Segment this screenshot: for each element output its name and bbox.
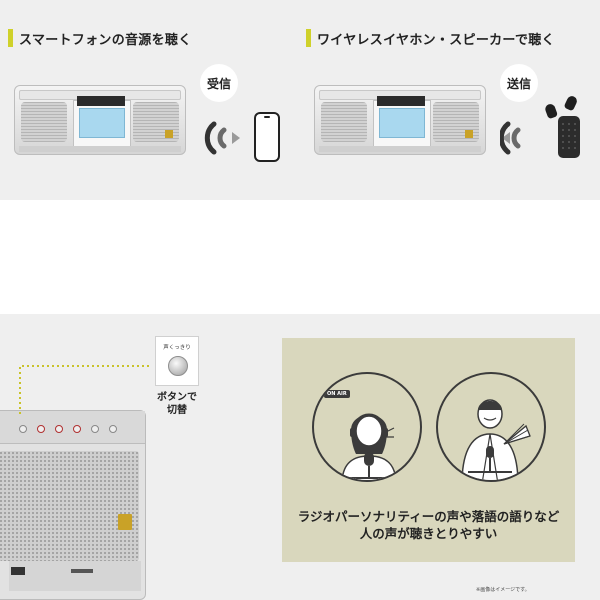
sd-slot-icon <box>71 569 93 573</box>
illustration-caption-line1: ラジオパーソナリティーの声や落語の語りなど <box>297 509 560 524</box>
control-knob <box>91 425 99 433</box>
phone-notch <box>264 116 270 118</box>
control-knob <box>109 425 117 433</box>
accent-bar <box>306 29 311 47</box>
radio-personality-illustration: ON AIR <box>312 372 422 482</box>
hires-badge-icon <box>465 130 473 138</box>
speaker-grille-left <box>21 102 67 142</box>
cassette-window <box>79 108 125 138</box>
stereo-base <box>319 146 481 152</box>
voice-clarity-button-panel: 声くっきり <box>155 336 199 386</box>
rakugo-icon <box>461 399 531 480</box>
illustration-caption-line2: 人の声が聴きとりやすい <box>359 526 498 541</box>
wireless-signal-icon <box>500 121 521 155</box>
control-knob <box>19 425 27 433</box>
hires-badge-icon <box>118 514 132 530</box>
radio-host-icon <box>336 413 402 480</box>
left-section-heading: スマートフォンの音源を聴く <box>8 28 192 48</box>
voice-clarity-button[interactable] <box>168 356 188 376</box>
stereo-display <box>377 96 425 106</box>
speaker-dot-pattern <box>562 123 576 149</box>
button-caption: ボタンで 切替 <box>146 391 208 417</box>
control-knob <box>55 425 63 433</box>
stereo-side-fragment <box>0 410 146 600</box>
control-strip <box>0 411 145 444</box>
stereo-base <box>19 146 181 152</box>
port-panel <box>9 561 141 591</box>
left-heading-text: スマートフォンの音源を聴く <box>19 32 192 48</box>
right-heading-text: ワイヤレスイヤホン・スピーカーで聴く <box>317 32 555 48</box>
connector-line <box>19 365 152 414</box>
top-panel: スマートフォンの音源を聴く ワイヤレスイヤホン・スピーカーで聴く 受信 <box>0 0 600 200</box>
wireless-earbuds-icon <box>563 94 579 112</box>
smart-speaker-icon <box>558 116 580 158</box>
onair-sign: ON AIR <box>324 390 350 398</box>
speaker-grille <box>0 451 139 561</box>
rakugo-storyteller-illustration <box>436 372 546 482</box>
cassette-window <box>379 108 425 138</box>
voice-clarity-label: 声くっきり <box>163 345 191 351</box>
receive-badge: 受信 <box>200 64 238 102</box>
stereo-display <box>77 96 125 106</box>
button-caption-line1: ボタンで <box>157 392 197 403</box>
smartphone-icon <box>254 112 280 162</box>
footnote: ※画像はイメージです。 <box>476 587 530 593</box>
send-badge: 送信 <box>500 64 538 102</box>
wireless-signal-icon <box>204 121 240 155</box>
control-knob <box>37 425 45 433</box>
receive-label: 受信 <box>206 76 231 91</box>
speaker-grille-left <box>321 102 367 142</box>
button-caption-line2: 切替 <box>167 405 187 416</box>
wireless-earbuds-icon <box>543 102 559 120</box>
illustration-panel: ON AIR <box>282 338 575 562</box>
stereo-unit-left <box>14 85 186 155</box>
right-section-heading: ワイヤレスイヤホン・スピーカーで聴く <box>306 28 555 48</box>
accent-bar <box>8 29 13 47</box>
send-label: 送信 <box>506 76 531 91</box>
hires-badge-icon <box>165 130 173 138</box>
usb-port-icon <box>11 567 25 575</box>
stereo-unit-right <box>314 85 486 155</box>
control-knob <box>73 425 81 433</box>
